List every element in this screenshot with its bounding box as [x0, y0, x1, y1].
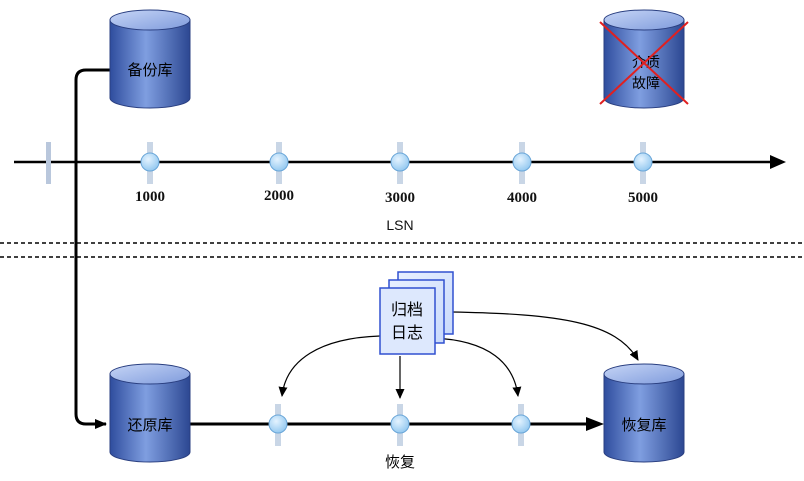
timeline-node-4000: 4000: [507, 142, 537, 206]
timeline-arrowhead: [770, 155, 786, 169]
restore-connector-arrow: [74, 68, 110, 429]
failure-db-cylinder: 介质 故障: [599, 9, 689, 109]
tick-label-3000: 3000: [385, 190, 415, 206]
failure-label-line2: 故障: [632, 76, 660, 92]
log-arrow-to-node-1: [278, 335, 381, 397]
recovery-label: 恢复: [385, 453, 415, 471]
backup-db-label: 备份库: [127, 61, 172, 79]
restore-db-label: 还原库: [127, 416, 172, 434]
timeline-node-1000: 1000: [135, 142, 165, 205]
recovery-node-2: [390, 404, 410, 446]
archive-log-label-line1: 归档: [391, 300, 423, 319]
restore-db-cylinder: 还原库: [109, 363, 191, 463]
backup-db-cylinder: 备份库: [109, 9, 191, 109]
failure-label-line1: 介质: [632, 55, 660, 71]
archive-log-stack: 归档 日志: [379, 271, 454, 355]
recovery-arrowhead: [586, 417, 604, 431]
recovery-timeline: 恢复: [188, 404, 604, 471]
archive-log-label-line2: 日志: [391, 323, 423, 342]
log-arrow-to-node-3: [431, 337, 522, 397]
timeline-node-3000: 3000: [385, 142, 415, 206]
recovery-node-1: [268, 404, 288, 446]
tick-label-5000: 5000: [628, 190, 658, 206]
log-arrow-to-recovered-db: [451, 311, 639, 361]
timeline-start-marker: [46, 142, 51, 184]
lsn-timeline: 1000 2000 3000 4000 5000 LSN: [14, 142, 786, 233]
timeline-node-2000: 2000: [264, 142, 294, 204]
recovery-node-3: [511, 404, 531, 446]
tick-label-4000: 4000: [507, 190, 537, 206]
failure-cross-line-b: [599, 21, 689, 105]
recovered-db-label: 恢复库: [621, 416, 666, 434]
timeline-node-5000: 5000: [628, 142, 658, 206]
lsn-axis-label: LSN: [386, 217, 413, 233]
tick-label-2000: 2000: [264, 188, 294, 204]
tick-label-1000: 1000: [135, 189, 165, 205]
recovered-db-cylinder: 恢复库: [603, 363, 685, 463]
archive-log-page-front: [379, 287, 436, 355]
